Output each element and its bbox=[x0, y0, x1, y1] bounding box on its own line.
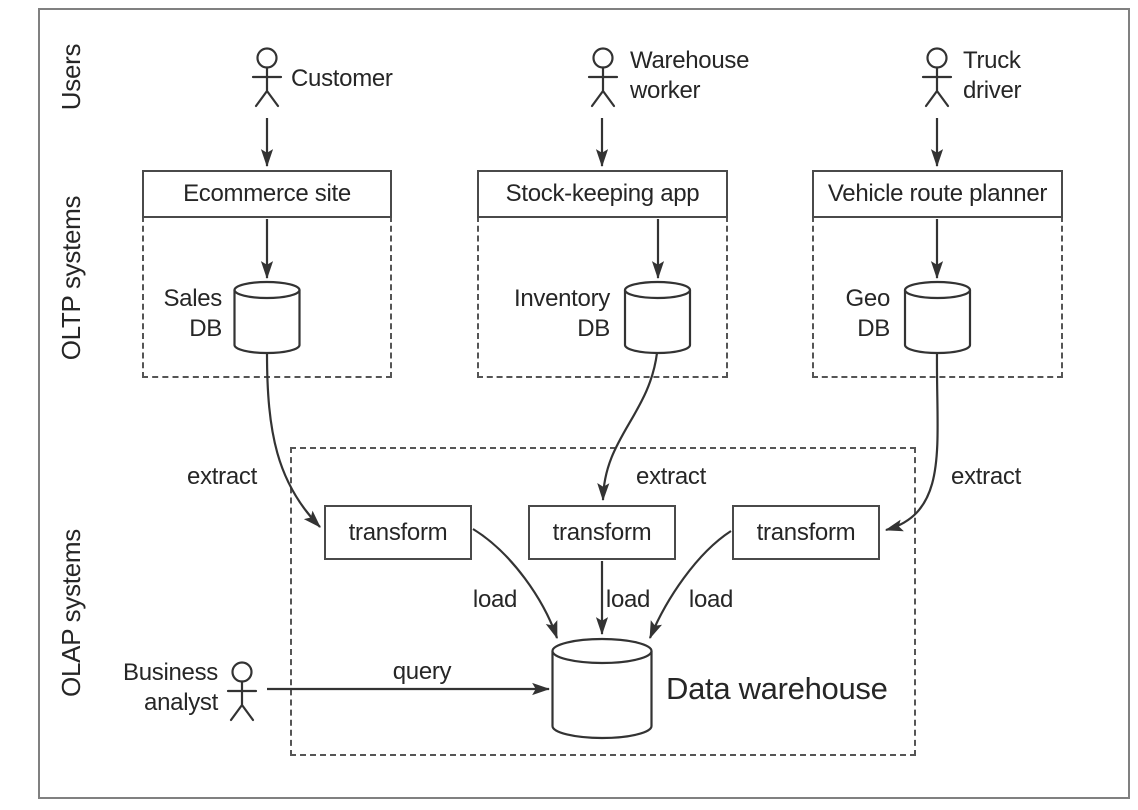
warehouse-worker-label: Warehouse worker bbox=[630, 47, 750, 104]
olap-boundary bbox=[290, 447, 916, 756]
transform-box-middle: transform bbox=[528, 505, 676, 560]
data-warehouse-label: Data warehouse bbox=[666, 671, 888, 706]
truck-driver-label: Truck driver bbox=[963, 47, 1022, 104]
transform-box-left: transform bbox=[324, 505, 472, 560]
lane-label-oltp-systems: OLTP systems bbox=[55, 195, 86, 361]
diagram-border bbox=[38, 8, 1130, 799]
transform-label: transform bbox=[552, 518, 652, 546]
query-label: query bbox=[392, 658, 452, 685]
extract-label-right: extract bbox=[951, 463, 1021, 490]
lane-label-olap-systems: OLAP systems bbox=[55, 529, 86, 697]
customer-label: Customer bbox=[291, 65, 393, 92]
business-analyst-label: Business analyst bbox=[123, 659, 218, 716]
geo-db-label: Geo DB bbox=[845, 285, 891, 342]
vehicle-route-planner-label: Vehicle route planner bbox=[827, 180, 1048, 207]
extract-label-middle: extract bbox=[636, 463, 706, 490]
transform-label: transform bbox=[756, 518, 856, 546]
stock-keeping-app-box: Stock-keeping app bbox=[477, 170, 728, 218]
load-label-middle: load bbox=[605, 586, 651, 613]
transform-box-right: transform bbox=[732, 505, 880, 560]
stock-keeping-app-label: Stock-keeping app bbox=[505, 180, 700, 207]
sales-db-label: Sales DB bbox=[163, 285, 222, 342]
lane-label-users: Users bbox=[55, 43, 86, 111]
transform-label: transform bbox=[348, 518, 448, 546]
vehicle-route-planner-box: Vehicle route planner bbox=[812, 170, 1063, 218]
load-label-right: load bbox=[688, 586, 734, 613]
ecommerce-site-label: Ecommerce site bbox=[183, 180, 351, 207]
extract-label-left: extract bbox=[187, 463, 257, 490]
inventory-db-label: Inventory DB bbox=[513, 285, 610, 342]
ecommerce-site-box: Ecommerce site bbox=[142, 170, 392, 218]
load-label-left: load bbox=[472, 586, 518, 613]
